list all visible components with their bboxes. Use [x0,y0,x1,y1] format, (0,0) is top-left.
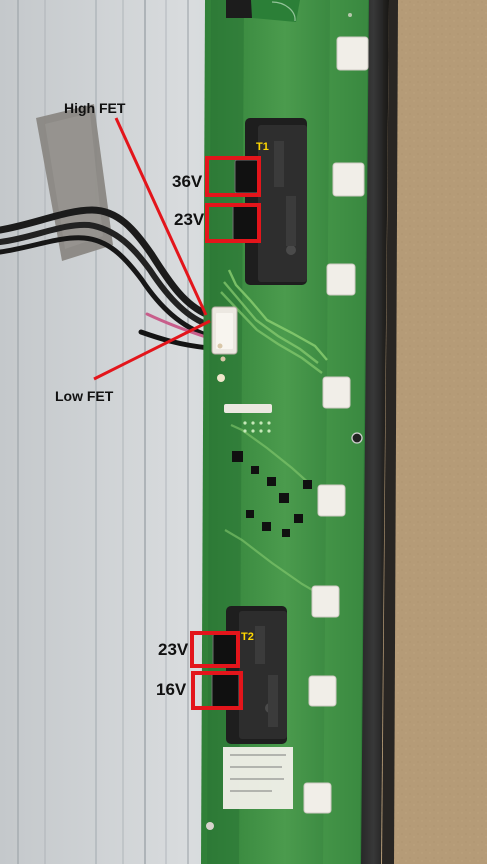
t1-upper-voltage: 36V [172,172,203,191]
board-trace [227,269,328,361]
top-connector [226,0,256,18]
t1-lower-highlight-box [205,203,261,243]
right-connector-column [303,36,369,814]
low-fet-pointer-line [93,319,211,381]
t2-lower-highlight-box [191,671,243,710]
board-sticker [223,747,293,809]
center-circuitry [217,343,312,537]
high-fet-annotation: High FET [64,100,126,116]
cable-black [0,235,212,339]
board-logo-mark [271,1,296,22]
t2-annotation: T2 [241,631,254,643]
tv-edge-shadow [382,0,398,864]
t2-upper-highlight-box [190,631,240,668]
board-trace [224,529,327,599]
logo-area [251,0,300,22]
t1-annotation: T1 [256,141,269,153]
high-fet-pointer-line [114,117,208,316]
cable-pink [145,312,211,340]
low-fet-annotation: Low FET [55,388,114,404]
tape-highlight [45,113,103,249]
t2-upper-voltage: 23V [158,640,189,659]
t2-lower-voltage: 16V [156,680,187,699]
tape-strip [36,104,113,261]
t1-lower-voltage: 23V [174,210,205,229]
board-mounting-hole [348,13,352,17]
cable-black [0,206,212,319]
board-mounting-hole [206,822,214,830]
panel-screw [351,432,363,444]
cable-black [0,221,212,328]
t1-upper-highlight-box [205,156,261,197]
board-right-shade [323,0,368,864]
board-trace [223,281,319,364]
board-trace [230,423,312,486]
left-wire-connector-face [216,313,233,349]
